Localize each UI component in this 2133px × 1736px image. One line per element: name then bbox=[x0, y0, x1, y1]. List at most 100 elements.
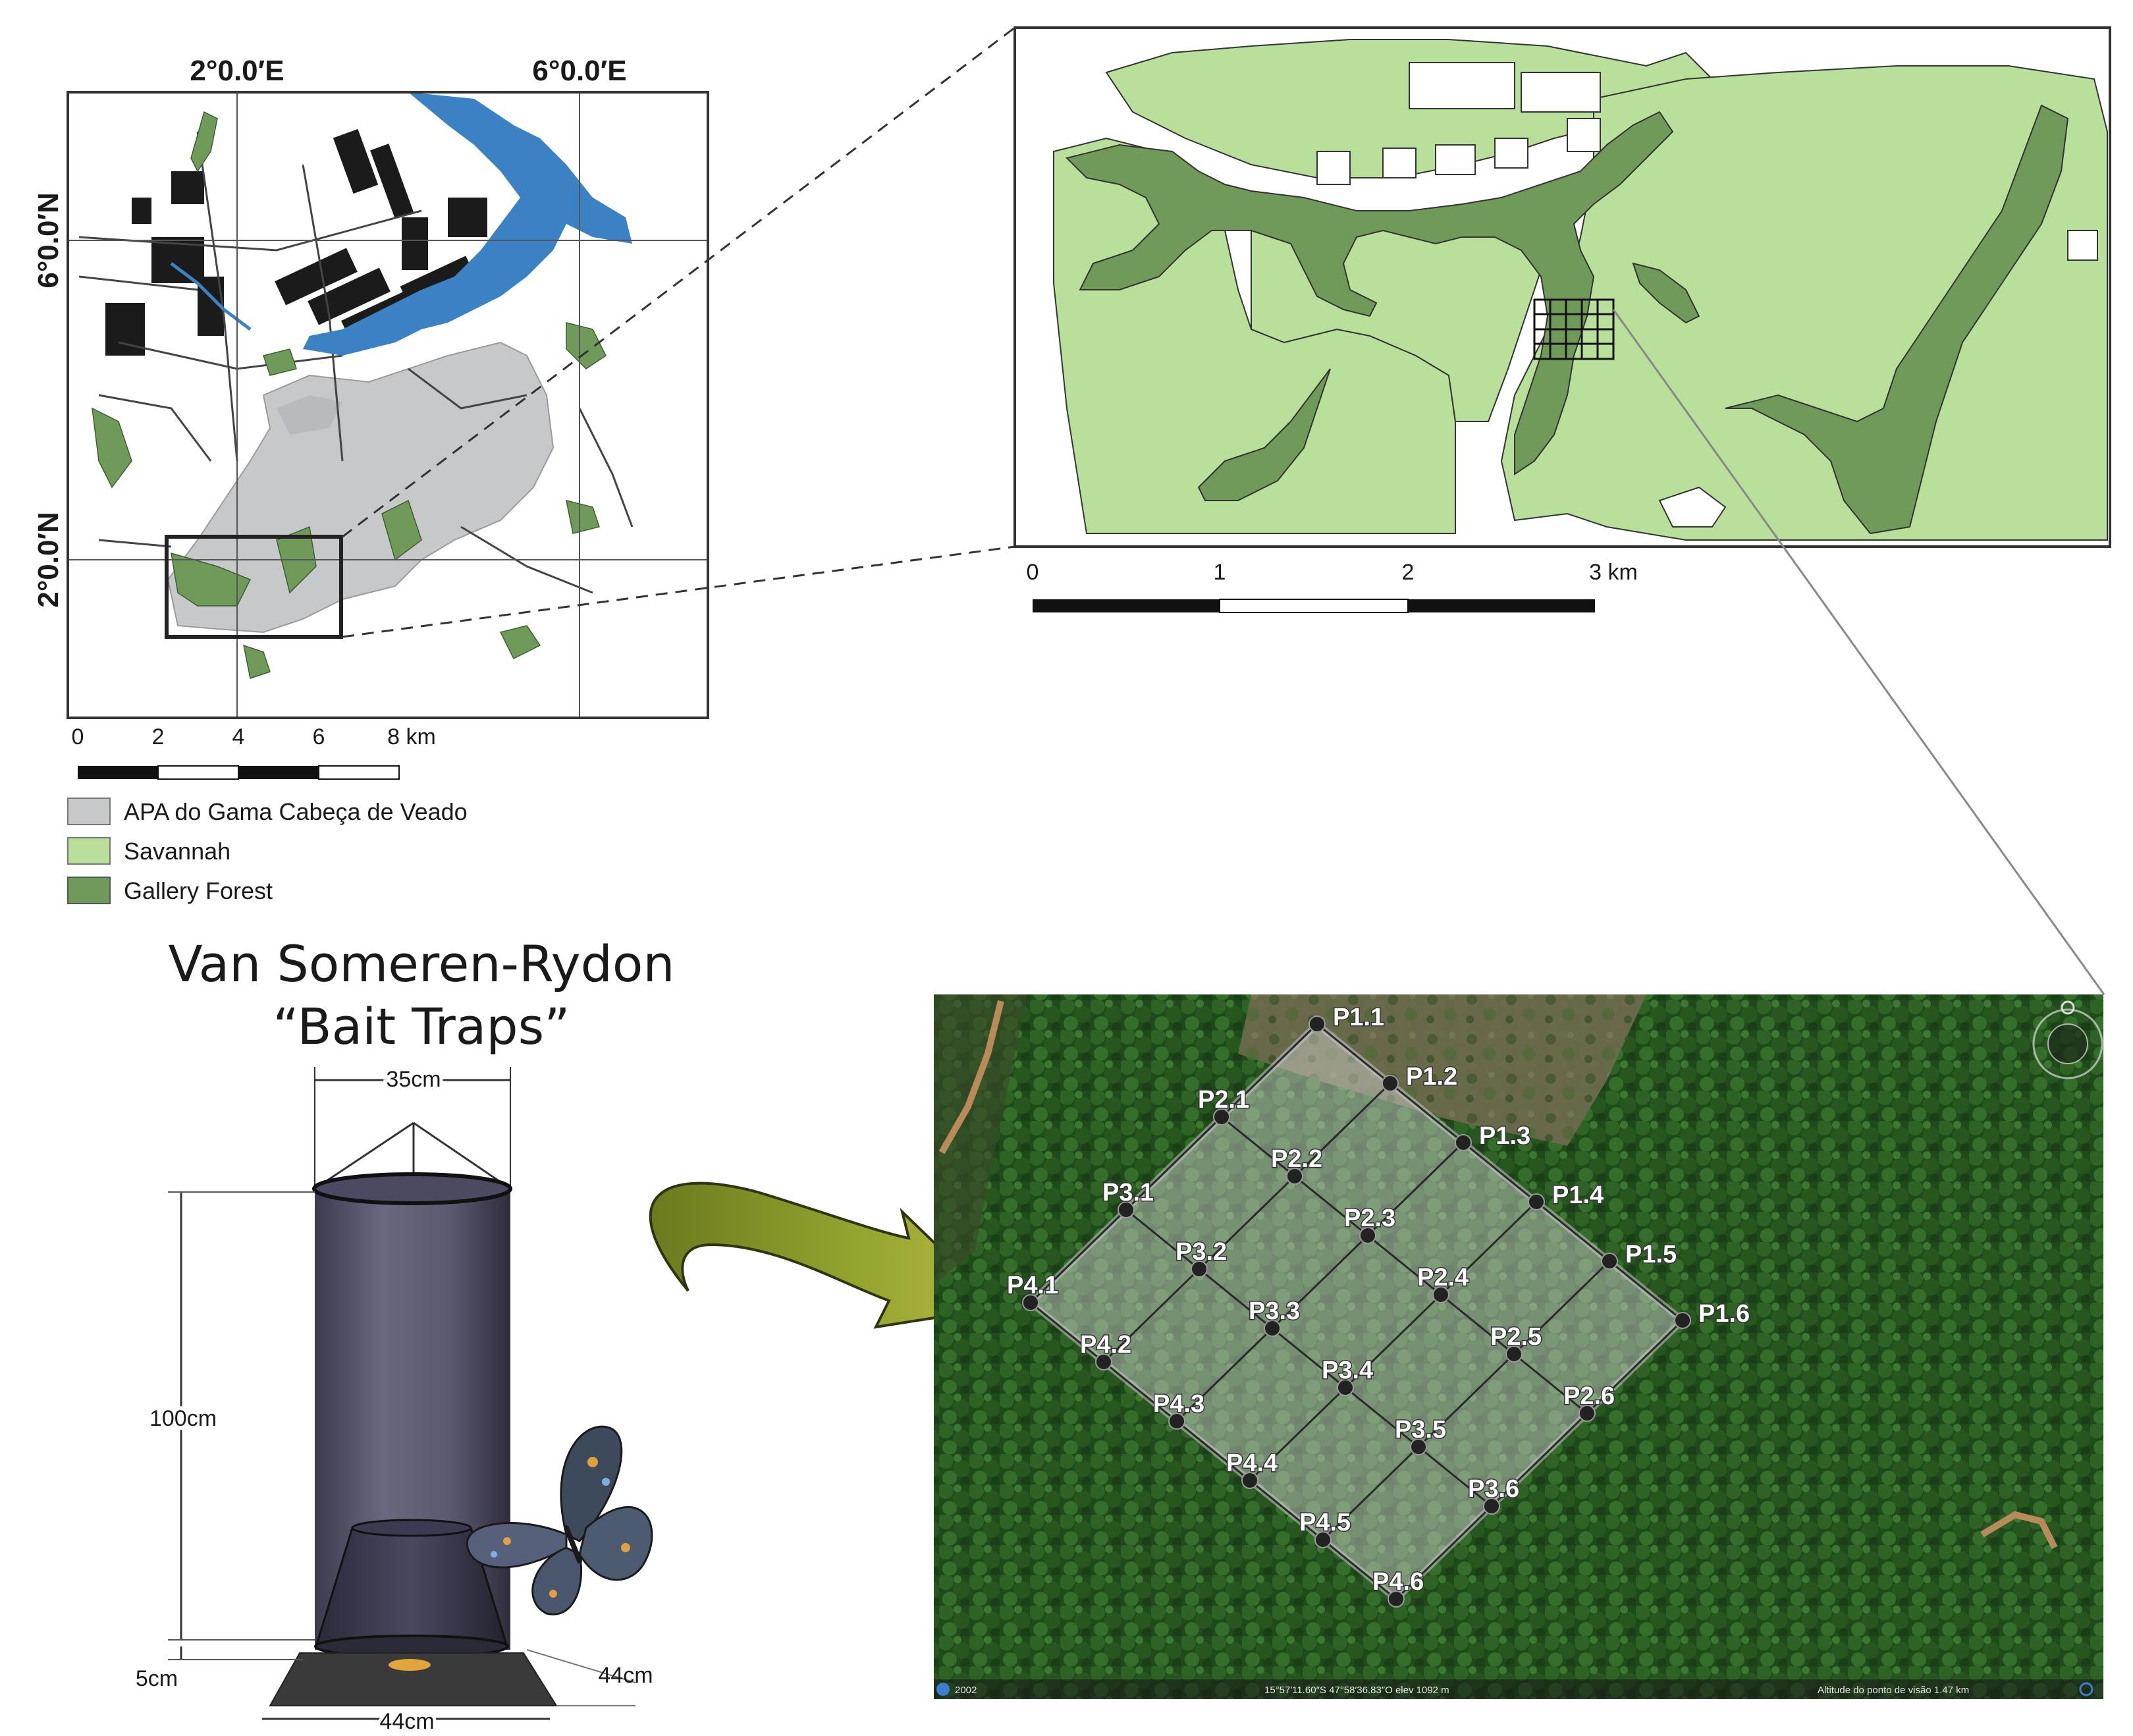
plot-point-label: P2.2 bbox=[1271, 1145, 1322, 1173]
plot-point-marker[interactable] bbox=[1168, 1413, 1185, 1430]
plot-point-marker[interactable] bbox=[1337, 1379, 1354, 1396]
hanging-string-left bbox=[314, 1122, 414, 1190]
compass-control[interactable] bbox=[2032, 1000, 2103, 1079]
plot-point-marker[interactable] bbox=[1191, 1261, 1208, 1278]
legend-label-apa: APA do Gama Cabeça de Veado bbox=[124, 798, 468, 825]
imagery-date: 2002 bbox=[955, 1685, 977, 1696]
plot-point-label: P4.3 bbox=[1153, 1390, 1204, 1418]
plot-point-label: P1.1 bbox=[1333, 1004, 1384, 1031]
plot-point-marker[interactable] bbox=[1241, 1472, 1258, 1489]
plot-point-label: P3.2 bbox=[1175, 1238, 1227, 1266]
lat-label-2: 2°0.0′N bbox=[32, 512, 65, 608]
plot-point-label: P2.1 bbox=[1198, 1086, 1249, 1114]
cross-line bbox=[1175, 1141, 1465, 1423]
grid-connector bbox=[1612, 309, 2105, 995]
lake bbox=[303, 92, 632, 356]
plot-point-label: P2.3 bbox=[1344, 1205, 1395, 1232]
lon-label-2: 6°0.0′E bbox=[532, 55, 626, 87]
plot-point-marker[interactable] bbox=[1314, 1531, 1332, 1548]
cross-line bbox=[1029, 1023, 1318, 1304]
plot-point-marker[interactable] bbox=[1483, 1498, 1500, 1515]
overview-map-body bbox=[68, 92, 708, 718]
dim-height-label: 100cm bbox=[149, 1406, 217, 1431]
overview-scale-tick-4: 4 bbox=[232, 724, 245, 749]
cross-line bbox=[1249, 1201, 1538, 1482]
detail-scale-tick-0: 0 bbox=[1027, 560, 1039, 585]
plot-point-marker[interactable] bbox=[1455, 1134, 1472, 1151]
plot-point-label: P1.6 bbox=[1698, 1300, 1750, 1328]
sampling-grid-marker bbox=[1533, 298, 1615, 360]
detail-scale-tick-2: 2 bbox=[1402, 560, 1415, 585]
plot-point-marker[interactable] bbox=[1095, 1353, 1112, 1370]
plot-point-label: P3.3 bbox=[1249, 1297, 1300, 1325]
plot-point-label: P3.6 bbox=[1468, 1475, 1519, 1503]
legend-swatch-apa bbox=[67, 798, 111, 825]
plot-point-marker[interactable] bbox=[1286, 1168, 1303, 1185]
forest-east bbox=[1725, 104, 2069, 535]
plot-point-marker[interactable] bbox=[1601, 1253, 1618, 1270]
legend-swatch-forest bbox=[67, 877, 111, 904]
bait-dish bbox=[389, 1659, 431, 1671]
plot-point-marker[interactable] bbox=[1382, 1075, 1399, 1092]
plot-point-label: P1.3 bbox=[1479, 1122, 1530, 1150]
forest-central bbox=[1066, 111, 1674, 475]
lon-label-1: 2°0.0′E bbox=[190, 55, 284, 87]
plot-point-marker[interactable] bbox=[1579, 1405, 1596, 1422]
plot-point-marker[interactable] bbox=[1505, 1345, 1523, 1363]
overview-scale-tick-2: 2 bbox=[152, 724, 165, 749]
plot-point-label: P2.4 bbox=[1417, 1264, 1469, 1291]
plot-point-marker[interactable] bbox=[1264, 1320, 1281, 1337]
urban-cutouts bbox=[1316, 62, 2098, 528]
trap-title-line2: “Bait Traps” bbox=[273, 997, 570, 1056]
detail-scale: 0 1 2 3 km bbox=[1027, 560, 1638, 613]
plot-point-marker[interactable] bbox=[1022, 1294, 1039, 1311]
dim-base-width-label: 44cm bbox=[379, 1709, 434, 1734]
zoom-connector-bottom bbox=[342, 545, 1015, 638]
transect-line bbox=[1221, 1116, 1588, 1415]
plot-point-label: P3.5 bbox=[1395, 1416, 1446, 1444]
transect-line bbox=[1316, 1023, 1683, 1322]
plot-point-label: P1.2 bbox=[1406, 1063, 1457, 1091]
trap-top-ring bbox=[312, 1172, 512, 1205]
overview-scale-tick-0: 0 bbox=[72, 724, 84, 749]
forest-southwest bbox=[1197, 368, 1331, 501]
plot-point-marker[interactable] bbox=[1118, 1201, 1135, 1218]
dim-top-label: 35cm bbox=[386, 1067, 441, 1092]
plot-point-marker[interactable] bbox=[1528, 1193, 1545, 1210]
plot-point-label: P3.1 bbox=[1102, 1179, 1154, 1207]
cross-line bbox=[1395, 1319, 1684, 1600]
imagery-coords: 15°57′11.60″S 47°58′36.83″O elev 1092 m bbox=[1264, 1685, 1449, 1696]
trap-illustration: Van Someren-Rydon “Bait Traps” 35cm 100c… bbox=[136, 935, 675, 1736]
overview-forest bbox=[92, 111, 607, 679]
transect-line bbox=[1125, 1208, 1492, 1507]
imagery-footer bbox=[934, 1679, 2103, 1699]
overview-scale-tick-6: 6 bbox=[313, 724, 325, 749]
plot-grid: P1.1P1.2P1.3P1.4P1.5P1.6P2.1P2.2P2.3P2.4… bbox=[1006, 1003, 1751, 1608]
plot-point-label: P2.5 bbox=[1490, 1323, 1542, 1351]
plot-point-marker[interactable] bbox=[1309, 1016, 1326, 1033]
plot-point-label: P4.6 bbox=[1372, 1568, 1424, 1596]
plot-point-marker[interactable] bbox=[1359, 1227, 1376, 1244]
plot-point-label: P4.2 bbox=[1080, 1331, 1131, 1359]
plot-point-marker[interactable] bbox=[1432, 1286, 1449, 1303]
plot-point-label: P1.5 bbox=[1625, 1241, 1677, 1268]
open-savannah-patch bbox=[1238, 994, 1646, 1146]
legend: APA do Gama Cabeça de Veado Savannah Gal… bbox=[67, 798, 468, 904]
lat-label-1: 6°0.0′N bbox=[32, 192, 65, 288]
dirt-trail-1 bbox=[938, 1000, 1004, 1154]
cross-line bbox=[1102, 1082, 1391, 1363]
plot-point-marker[interactable] bbox=[1674, 1312, 1691, 1329]
status-icon bbox=[2079, 1682, 2093, 1696]
north-icon[interactable] bbox=[2061, 1000, 2075, 1015]
overview-scale: 0 2 4 6 8 km bbox=[72, 724, 436, 780]
plot-point-marker[interactable] bbox=[1388, 1590, 1405, 1608]
google-icon bbox=[936, 1683, 950, 1696]
plot-point-marker[interactable] bbox=[1410, 1438, 1427, 1455]
plot-point-marker[interactable] bbox=[1213, 1108, 1230, 1126]
plot-point-label: P4.5 bbox=[1299, 1509, 1351, 1536]
overview-scale-tick-8: 8 km bbox=[387, 724, 436, 749]
detail-scale-tick-3: 3 km bbox=[1589, 560, 1638, 585]
plot-point-label: P3.4 bbox=[1322, 1357, 1373, 1384]
dirt-trail-2 bbox=[1980, 1511, 2058, 1550]
